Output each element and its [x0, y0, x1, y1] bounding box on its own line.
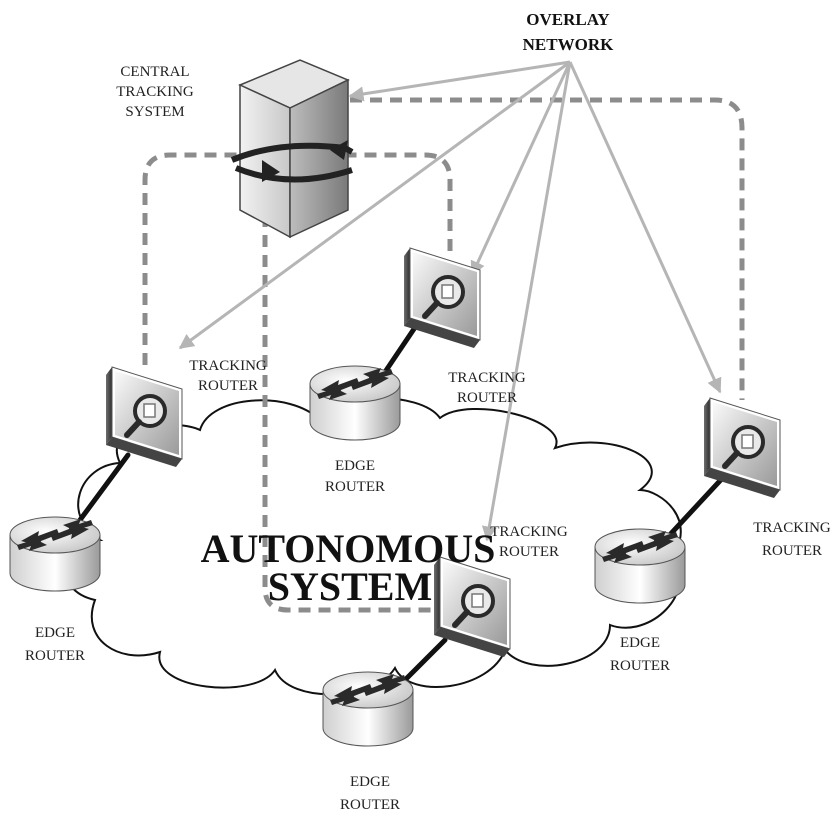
tracking-router-bottom-label-1: TRACKING	[490, 524, 568, 540]
edge-router-top-label-1: EDGE	[335, 458, 375, 474]
edge-router-left-label-2: ROUTER	[25, 648, 85, 664]
edge-router-bottom-label-2: ROUTER	[340, 797, 400, 813]
tracking-router-top	[404, 248, 480, 348]
edge-router-top	[309, 365, 401, 441]
central-label-1: CENTRAL	[120, 64, 189, 80]
autonomous-system-title-1: AUTONOMOUS	[201, 526, 496, 571]
tracking-router-right-label-1: TRACKING	[753, 520, 831, 536]
overlay-loop-right	[350, 97, 745, 400]
edge-router-right	[594, 528, 686, 604]
central-label-3: SYSTEM	[125, 104, 184, 120]
tracking-router-left-label-1: TRACKING	[189, 358, 267, 374]
autonomous-system-title-2: SYSTEM	[268, 564, 433, 609]
central-label-2: TRACKING	[116, 84, 194, 100]
overlay-network-label-2: NETWORK	[523, 35, 614, 54]
edge-router-right-label-2: ROUTER	[610, 658, 670, 674]
edge-router-left	[9, 516, 101, 592]
overlay-network-label-1: OVERLAY	[526, 10, 609, 29]
central-tracking-server	[230, 59, 354, 239]
edge-router-left-label-1: EDGE	[35, 625, 75, 641]
tracking-router-top-label-1: TRACKING	[448, 370, 526, 386]
overlay-loop-center	[262, 215, 440, 613]
edge-router-bottom	[322, 671, 414, 747]
edge-router-bottom-label-1: EDGE	[350, 774, 390, 790]
edge-router-top-label-2: ROUTER	[325, 479, 385, 495]
edge-router-right-label-1: EDGE	[620, 635, 660, 651]
tracking-router-top-label-2: ROUTER	[457, 390, 517, 406]
tracking-router-right-label-2: ROUTER	[762, 543, 822, 559]
overlay-loop-left	[142, 152, 453, 365]
overlay-arrows	[178, 60, 722, 542]
tracking-router-left-label-2: ROUTER	[198, 378, 258, 394]
tracking-router-bottom-label-2: ROUTER	[499, 544, 559, 560]
